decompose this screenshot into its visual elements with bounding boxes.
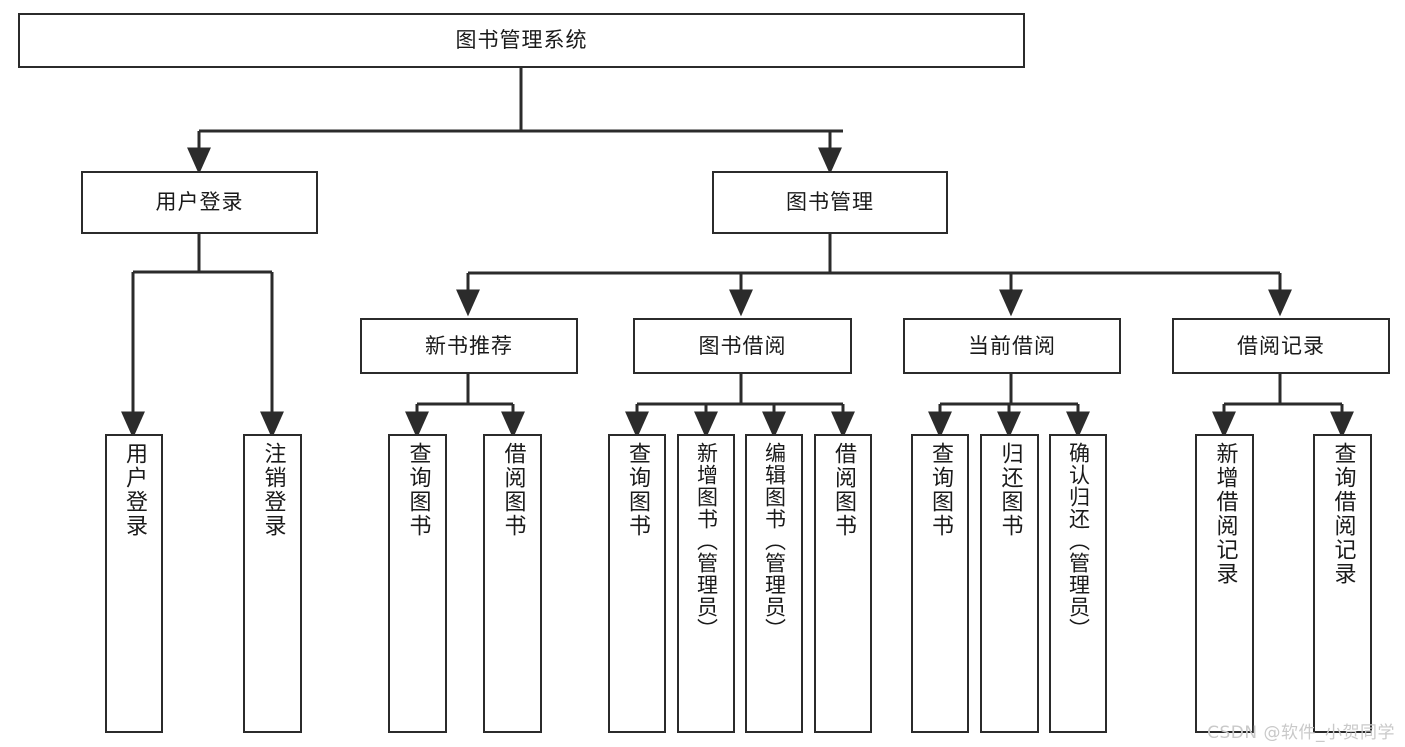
- leaf-logout[interactable]: 注销登录: [243, 434, 302, 733]
- leaf-confirm-return-admin-label: 确认归还（管理员）: [1066, 442, 1091, 640]
- node-root[interactable]: 图书管理系统: [18, 13, 1025, 68]
- leaf-borrow-book-newbook[interactable]: 借阅图书: [483, 434, 542, 733]
- leaf-borrow-book-borrow-label: 借阅图书: [831, 442, 856, 538]
- node-book-management-label: 图书管理: [786, 190, 874, 215]
- leaf-query-book-newbook-label: 查询图书: [405, 442, 431, 538]
- leaf-query-book-borrow[interactable]: 查询图书: [608, 434, 666, 733]
- leaf-edit-book-admin[interactable]: 编辑图书（管理员）: [745, 434, 803, 733]
- node-borrow-record-label: 借阅记录: [1237, 333, 1325, 358]
- node-borrow-record[interactable]: 借阅记录: [1172, 318, 1390, 374]
- leaf-borrow-book-borrow[interactable]: 借阅图书: [814, 434, 872, 733]
- leaf-query-book-borrow-label: 查询图书: [625, 442, 650, 538]
- node-user-login-label: 用户登录: [155, 190, 244, 215]
- node-current-borrow-label: 当前借阅: [968, 333, 1056, 358]
- node-user-login[interactable]: 用户登录: [81, 171, 318, 234]
- leaf-add-borrow-record[interactable]: 新增借阅记录: [1195, 434, 1254, 733]
- leaf-add-borrow-record-label: 新增借阅记录: [1212, 442, 1238, 586]
- leaf-edit-book-admin-label: 编辑图书（管理员）: [762, 442, 787, 640]
- node-root-label: 图书管理系统: [455, 28, 588, 53]
- watermark: CSDN @软件_小贺同学: [1207, 723, 1395, 743]
- leaf-query-borrow-record-label: 查询借阅记录: [1330, 442, 1356, 586]
- leaf-return-book[interactable]: 归还图书: [980, 434, 1039, 733]
- leaf-user-login[interactable]: 用户登录: [105, 434, 163, 733]
- node-new-book-recommend-label: 新书推荐: [425, 333, 513, 358]
- node-current-borrow[interactable]: 当前借阅: [903, 318, 1121, 374]
- leaf-confirm-return-admin[interactable]: 确认归还（管理员）: [1049, 434, 1107, 733]
- node-new-book-recommend[interactable]: 新书推荐: [360, 318, 578, 374]
- node-book-management[interactable]: 图书管理: [712, 171, 948, 234]
- leaf-query-borrow-record[interactable]: 查询借阅记录: [1313, 434, 1372, 733]
- leaf-logout-label: 注销登录: [260, 442, 286, 538]
- leaf-add-book-admin[interactable]: 新增图书（管理员）: [677, 434, 735, 733]
- node-book-borrow[interactable]: 图书借阅: [633, 318, 852, 374]
- leaf-return-book-label: 归还图书: [997, 442, 1023, 538]
- node-book-borrow-label: 图书借阅: [698, 333, 787, 358]
- leaf-add-book-admin-label: 新增图书（管理员）: [694, 442, 719, 640]
- leaf-query-book-current[interactable]: 查询图书: [911, 434, 969, 733]
- leaf-user-login-label: 用户登录: [122, 442, 147, 538]
- leaf-borrow-book-newbook-label: 借阅图书: [500, 442, 526, 538]
- leaf-query-book-newbook[interactable]: 查询图书: [388, 434, 447, 733]
- leaf-query-book-current-label: 查询图书: [928, 442, 953, 538]
